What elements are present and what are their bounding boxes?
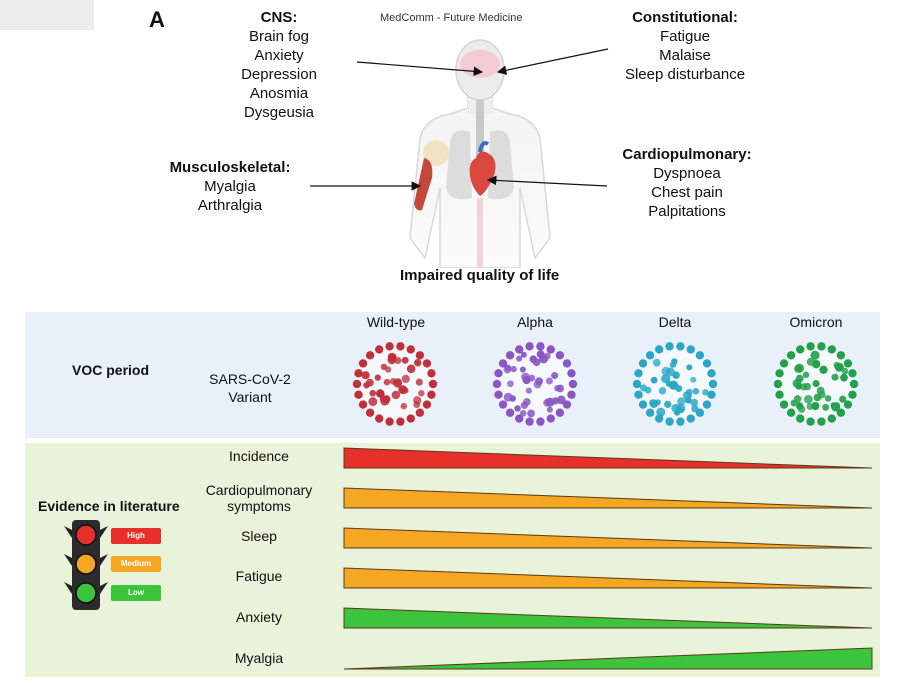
cardiopulmonary-arrow [486, 175, 608, 187]
cns-item: Dysgeusia [243, 104, 315, 121]
row-label: Anxiety [179, 609, 339, 625]
trend-wedge [343, 567, 873, 589]
quality-of-life-caption: Impaired quality of life [400, 267, 560, 284]
row-label-line: Incidence [229, 448, 289, 464]
variant-name: Delta [658, 314, 692, 330]
variant-name: Omicron [789, 314, 843, 330]
cardiopulmonary-title: Cardiopulmonary: [622, 146, 752, 163]
row-label: Myalgia [179, 650, 339, 666]
constitutional-item: Sleep disturbance [624, 66, 746, 83]
shoulder-joint [423, 140, 449, 166]
lungs-shape [446, 130, 472, 200]
voc-period-label: VOC period [72, 362, 150, 378]
row-label-line: Cardiopulmonary [205, 482, 313, 498]
watermark: MedComm - Future Medicine [380, 12, 523, 24]
voc-period-band [25, 312, 880, 438]
variant-label: SARS-CoV-2 Variant [195, 370, 305, 406]
cns-item: Anosmia [249, 85, 309, 102]
trend-wedge [343, 647, 873, 670]
cardiopulmonary-item: Dyspnoea [653, 165, 721, 182]
cardiopulmonary-item: Chest pain [651, 184, 723, 201]
variant-name: Wild-type [366, 314, 426, 330]
constitutional-group: Constitutional: Fatigue Malaise Sleep di… [610, 8, 760, 84]
constitutional-title: Constitutional: [632, 9, 738, 26]
arm-muscle-shape [414, 158, 433, 211]
corner-tab [0, 0, 94, 30]
row-label-line: symptoms [227, 498, 291, 514]
cns-arrow [356, 61, 484, 77]
musculoskeletal-group: Musculoskeletal: Myalgia Arthralgia [160, 158, 300, 215]
virus-delta-icon [632, 342, 718, 426]
row-label-line: Anxiety [236, 609, 282, 625]
pointer-arrows [310, 48, 609, 191]
virus-wildtype-icon [352, 342, 438, 426]
cns-title: CNS: [260, 9, 298, 26]
trachea-shape [476, 100, 484, 160]
variant-label-line: Variant [228, 389, 272, 405]
virus-alpha-icon [492, 342, 578, 426]
musculoskeletal-item: Myalgia [204, 178, 256, 195]
row-label: Cardiopulmonary symptoms [179, 482, 339, 514]
legend-medium: Medium [111, 556, 161, 572]
trend-wedge [343, 607, 873, 629]
row-label-line: Fatigue [235, 568, 283, 584]
cns-item: Anxiety [254, 47, 304, 64]
constitutional-item: Malaise [659, 47, 711, 64]
cns-group: CNS: Brain fog Anxiety Depression Anosmi… [219, 8, 339, 122]
traffic-light-icon [64, 520, 108, 610]
musculoskeletal-item: Arthralgia [197, 197, 263, 214]
variant-name: Alpha [517, 314, 553, 330]
evidence-band [25, 443, 880, 677]
cns-item: Brain fog [248, 28, 310, 45]
row-label: Incidence [179, 448, 339, 464]
legend-high: High [111, 528, 161, 544]
musculoskeletal-title: Musculoskeletal: [169, 159, 291, 176]
variant-label-line: SARS-CoV-2 [209, 371, 291, 387]
panel-a-letter: A [149, 7, 165, 32]
cardiopulmonary-item: Palpitations [648, 203, 726, 220]
legend-low: Low [111, 585, 161, 601]
trend-wedge [343, 447, 873, 469]
virus-omicron-icon [773, 342, 859, 426]
constitutional-arrow [496, 48, 609, 75]
cns-item: Depression [241, 66, 317, 83]
cardiopulmonary-group: Cardiopulmonary: Dyspnoea Chest pain Pal… [612, 145, 762, 221]
row-label-line: Myalgia [234, 650, 284, 666]
row-label: Sleep [179, 528, 339, 544]
constitutional-item: Fatigue [659, 28, 711, 45]
evidence-title: Evidence in literature [38, 498, 180, 514]
spine-shape [477, 198, 483, 268]
virus-illustrations [352, 342, 859, 426]
trend-wedge [343, 527, 873, 549]
human-body-illustration [409, 39, 551, 268]
row-label: Fatigue [179, 568, 339, 584]
trend-wedge [343, 487, 873, 509]
trend-wedges [343, 447, 873, 670]
row-label-line: Sleep [241, 528, 277, 544]
